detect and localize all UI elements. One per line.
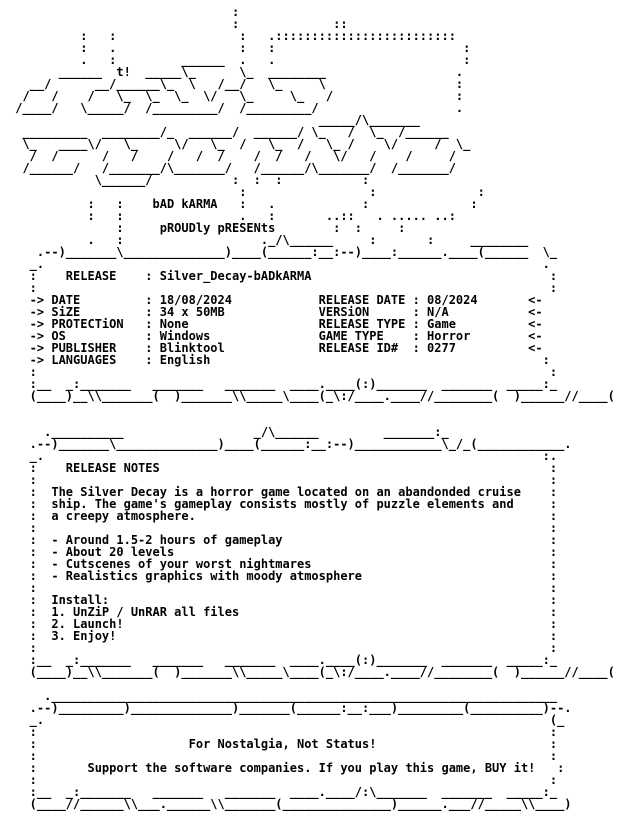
nfo-line: : 2. Launch! : (8, 617, 558, 631)
nfo-line: : : (8, 581, 558, 595)
nfo-line: : (8, 5, 240, 19)
nfo-line: : : (8, 725, 558, 739)
nfo-line: : - Realistics graphics with moody atmos… (8, 569, 558, 583)
nfo-line: : 3. Enjoy! : (8, 629, 558, 643)
nfo-line: : : (8, 521, 558, 535)
nfo-line: : RELEASE : Silver_Decay-bADkARMA : (8, 269, 558, 283)
nfo-line: _. (_ (8, 713, 565, 727)
nfo-line: : :: (8, 17, 348, 31)
nfo-line: . : ._/\______ : : ________ (8, 233, 529, 247)
nfo-line: : : . : ..:: . ..... ..: (8, 209, 456, 223)
nfo-line: : The Silver Decay is a horror game loca… (8, 485, 558, 499)
nfo-line: :__ _:_______ _______ _______ ____.____(… (8, 653, 558, 667)
nfo-line: : a creepy atmosphere. : (8, 509, 558, 523)
nfo-line: _. :. (8, 449, 558, 463)
nfo-line: :__ _:_______ _______ _______ ____.____/… (8, 785, 558, 799)
nfo-line: : ship. The game's gameplay consists mos… (8, 497, 558, 511)
nfo-line: .--)_______\______________)____(______:_… (8, 245, 558, 259)
nfo-line: / / / / / / / / / / \/ / / / (8, 149, 456, 163)
nfo-line: : Support the software companies. If you… (8, 761, 565, 775)
nfo-line: /______/ /_______/\_______/ /______/\___… (8, 161, 456, 175)
nfo-ascii-art: : : :: : : : .::::::::::::::::::::::::: … (8, 5, 624, 811)
nfo-line: ._______________________________________… (8, 689, 558, 703)
nfo-line: -> LANGUAGES : English : (8, 353, 550, 367)
nfo-line: -> OS : Windows GAME TYPE : Horror <- (8, 329, 543, 343)
nfo-line: \_ ____\/ \_ \/ \_ / \_ / \_ / \/ / \_ (8, 137, 471, 151)
nfo-line: -> PUBLISHER : Blinktool RELEASE ID# : 0… (8, 341, 543, 355)
nfo-line: :__ _:_______ _______ _______ ____.____(… (8, 377, 558, 391)
nfo-line: : 1. UnZiP / UnRAR all files : (8, 605, 558, 619)
nfo-line: : - Around 1.5-2 hours of gameplay : (8, 533, 558, 547)
nfo-line: -> SiZE : 34 x 50MB VERSiON : N/A <- (8, 305, 543, 319)
nfo-line: : : (8, 749, 558, 763)
nfo-line: . : ______ . . : (8, 53, 471, 67)
nfo-line: (____)__\\_______( )_______\\_____\____(… (8, 665, 615, 679)
nfo-line: : - About 20 levels : (8, 545, 558, 559)
nfo-line: -> PROTECTiON : None RELEASE TYPE : Game… (8, 317, 543, 331)
nfo-line: : Install: : (8, 593, 558, 607)
nfo-line: : : : .::::::::::::::::::::::::: (8, 29, 456, 43)
nfo-line (8, 402, 624, 414)
nfo-line: _____/\_______ (8, 113, 420, 127)
nfo-line: (____)__\\_______( )_______\\_____\____(… (8, 389, 615, 403)
nfo-line: _________ ________/_ ______/ ______/ \_ … (8, 125, 449, 139)
nfo-line: : . : : : (8, 41, 471, 55)
nfo-line: : : (8, 641, 558, 655)
nfo-line: .--)_______\______________)____(______:_… (8, 437, 572, 451)
nfo-line: -> DATE : 18/08/2024 RELEASE DATE : 08/2… (8, 293, 543, 307)
nfo-line: \______/ : : : : (8, 173, 370, 187)
nfo-line: .--)_________)______________)_______(___… (8, 701, 572, 715)
nfo-line: : : (8, 365, 558, 379)
nfo-line: : For Nostalgia, Not Status! : (8, 737, 558, 751)
nfo-line: : : (8, 473, 558, 487)
nfo-line: ______ t! _____\_ \_ ________ . (8, 65, 464, 79)
nfo-line: : : bAD kARMA : . : : (8, 197, 478, 211)
nfo-line: : RELEASE NOTES : (8, 461, 558, 475)
nfo-line: : : : (8, 185, 485, 199)
nfo-line: /____/ \_____/ /_________/ /_________/ . (8, 101, 464, 115)
nfo-line: _. . (8, 257, 550, 271)
nfo-line: (____//______\\___.______\\_______(_____… (8, 797, 572, 811)
nfo-line: : pROUDly pRESENts : : : (8, 221, 406, 235)
nfo-line: : : (8, 281, 558, 295)
nfo-line: / / / \_ \_ \_ \/ \_ \_ / : (8, 89, 464, 103)
nfo-line: : : (8, 773, 558, 787)
nfo-line: : - Cutscenes of your worst nightmares : (8, 557, 558, 571)
nfo-line: __/ __/______\_ \ /__/ \_ \ : (8, 77, 464, 91)
nfo-line: .__________ _/\______ _______:_ (8, 425, 449, 439)
